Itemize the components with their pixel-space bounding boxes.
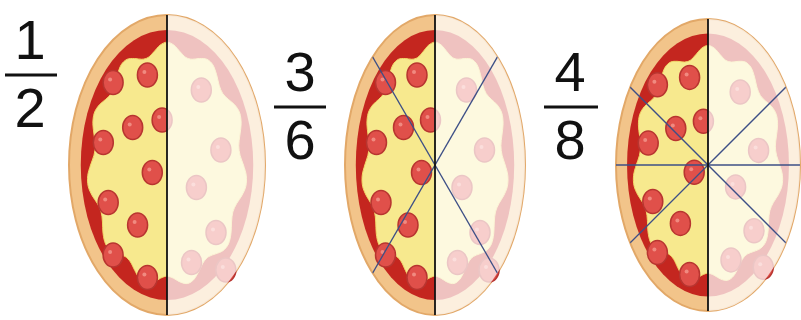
pepperoni — [407, 63, 427, 87]
pepperoni-spot — [103, 198, 107, 202]
denominator: 6 — [284, 112, 315, 168]
pepperoni — [647, 241, 667, 265]
pepperoni — [638, 131, 658, 155]
slice-line — [574, 31, 801, 299]
pepperoni — [680, 65, 700, 89]
pepperoni — [666, 117, 686, 141]
fraction-bar — [5, 74, 57, 77]
pizza — [69, 13, 269, 317]
pepperoni-spot — [108, 250, 112, 254]
pepperoni — [123, 116, 143, 140]
pepperoni — [93, 131, 113, 155]
pepperoni-spot — [417, 168, 421, 172]
pepperoni-spot — [685, 270, 689, 274]
pepperoni — [103, 243, 123, 267]
slice-line — [574, 31, 801, 299]
pepperoni-spot — [652, 248, 656, 252]
numerator: 1 — [14, 12, 45, 68]
pepperoni-spot — [98, 138, 102, 142]
pepperoni — [407, 266, 427, 290]
pepperoni-spot — [376, 198, 380, 202]
pepperoni — [670, 211, 690, 235]
pepperoni-spot — [685, 72, 689, 76]
pepperoni-spot — [689, 167, 693, 171]
slice-line — [338, 0, 533, 320]
pepperoni-spot — [399, 123, 403, 127]
pepperoni-spot — [698, 116, 702, 120]
numerator: 4 — [554, 44, 585, 100]
pepperoni-spot — [381, 78, 385, 82]
pepperoni-spot — [652, 80, 656, 84]
pepperoni — [142, 161, 162, 185]
half-line — [434, 15, 436, 315]
pepperoni-spot — [412, 273, 416, 277]
pepperoni-spot — [671, 124, 675, 128]
numerator: 3 — [284, 44, 315, 100]
pepperoni-spot — [142, 273, 146, 277]
pepperoni — [643, 190, 663, 214]
pepperoni-spot — [412, 70, 416, 74]
pepperoni — [137, 266, 157, 290]
pepperoni — [647, 73, 667, 97]
pizza — [518, 17, 801, 313]
fraction-bar — [274, 106, 326, 109]
fraction-bar — [544, 106, 598, 109]
denominator: 8 — [554, 112, 585, 168]
pepperoni-spot — [648, 197, 652, 201]
pepperoni-spot — [147, 168, 151, 172]
faded-half — [167, 13, 269, 317]
pepperoni-spot — [133, 220, 137, 224]
pepperoni — [103, 71, 123, 95]
half-line — [166, 15, 168, 315]
pepperoni — [137, 63, 157, 87]
denominator: 2 — [14, 80, 45, 136]
pepperoni — [412, 161, 432, 185]
pepperoni-spot — [128, 123, 132, 127]
half-line — [707, 19, 709, 311]
pepperoni-spot — [643, 138, 647, 142]
pepperoni-spot — [157, 115, 161, 119]
faded-half — [435, 13, 529, 317]
pepperoni — [367, 131, 387, 155]
pepperoni — [371, 191, 391, 215]
pepperoni — [128, 213, 148, 237]
slice-line — [338, 0, 533, 320]
pepperoni-spot — [426, 115, 430, 119]
pepperoni — [394, 116, 414, 140]
pepperoni-spot — [142, 70, 146, 74]
pepperoni-spot — [108, 78, 112, 82]
pepperoni — [98, 191, 118, 215]
pepperoni-spot — [372, 138, 376, 142]
pepperoni — [680, 263, 700, 287]
pizza — [338, 0, 533, 320]
pepperoni-spot — [675, 218, 679, 222]
